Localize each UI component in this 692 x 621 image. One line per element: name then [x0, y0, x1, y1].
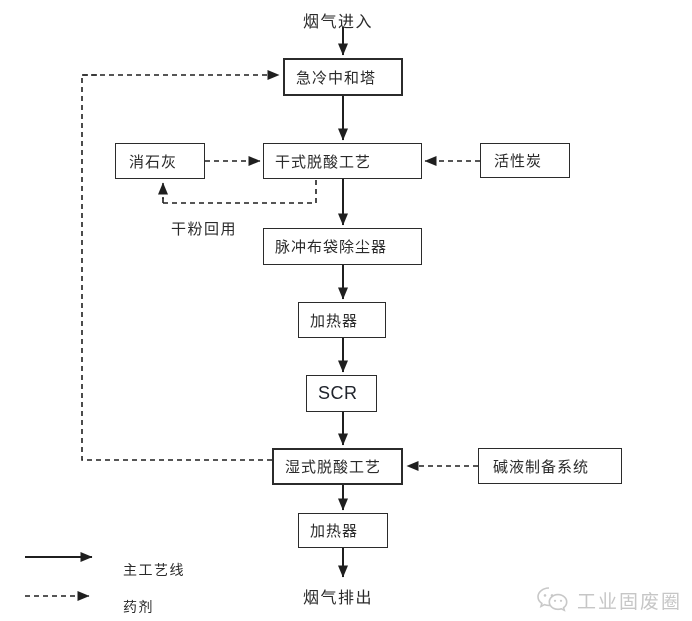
box-slaked-lime: 消石灰	[115, 143, 205, 179]
box-activated-carbon: 活性炭	[480, 143, 570, 178]
dry-powder-reuse-label: 干粉回用	[171, 221, 238, 238]
box-scr: SCR	[306, 375, 377, 412]
dry-powder-reuse-line	[162, 180, 317, 204]
legend-reagent-label: 药剂	[123, 599, 154, 615]
box-heater-1: 加热器	[298, 302, 386, 338]
box-quench-tower: 急冷中和塔	[283, 58, 403, 96]
watermark: 工业固废圈	[536, 586, 682, 614]
watermark-text: 工业固废圈	[577, 591, 683, 613]
box-wet-deacidification: 湿式脱酸工艺	[272, 448, 403, 485]
wechat-icon	[536, 586, 570, 614]
flue-gas-inlet-label: 烟气进入	[303, 14, 374, 31]
wet-deacid-recirculation-line	[81, 74, 272, 461]
box-pulse-bag-filter: 脉冲布袋除尘器	[263, 228, 422, 265]
legend-main-process-label: 主工艺线	[123, 562, 185, 578]
box-dry-deacidification: 干式脱酸工艺	[263, 143, 422, 179]
box-heater-2: 加热器	[298, 513, 388, 548]
flue-gas-outlet-label: 烟气排出	[303, 590, 374, 607]
box-alkali-preparation-system: 碱液制备系统	[478, 448, 622, 484]
